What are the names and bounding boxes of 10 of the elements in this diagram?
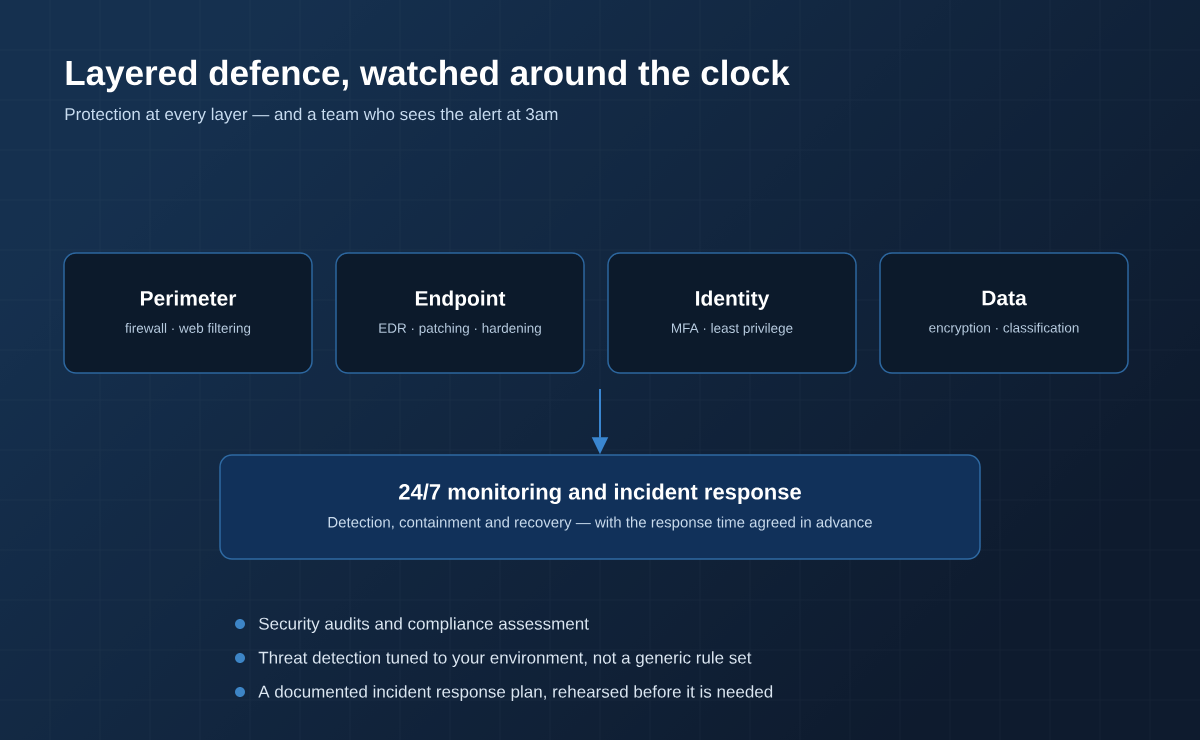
heading: Layered defence, watched around the clock	[66, 59, 790, 93]
subtitle: Protection at every layer — and a team who sees the alert at 3am	[65, 107, 558, 124]
bullet-text: A documented incident response plan, rehearsed before it is needed	[258, 685, 773, 702]
service-box: 24/7 monitoring and incident response Detection, containment and recovery — with the response time agreed in advance	[219, 454, 981, 560]
bullet-text: Security audits and compliance assessment	[259, 617, 589, 634]
layer-box: Data encryption · classification	[879, 252, 1129, 374]
layer-box: Identity MFA · least privilege	[607, 252, 857, 374]
layer-box: Perimeter firewall · web filtering	[63, 252, 313, 374]
layer-box: Endpoint EDR · patching · hardening	[335, 252, 585, 374]
bullet-text: Threat detection tuned to your environment, not a generic rule set	[258, 651, 752, 668]
